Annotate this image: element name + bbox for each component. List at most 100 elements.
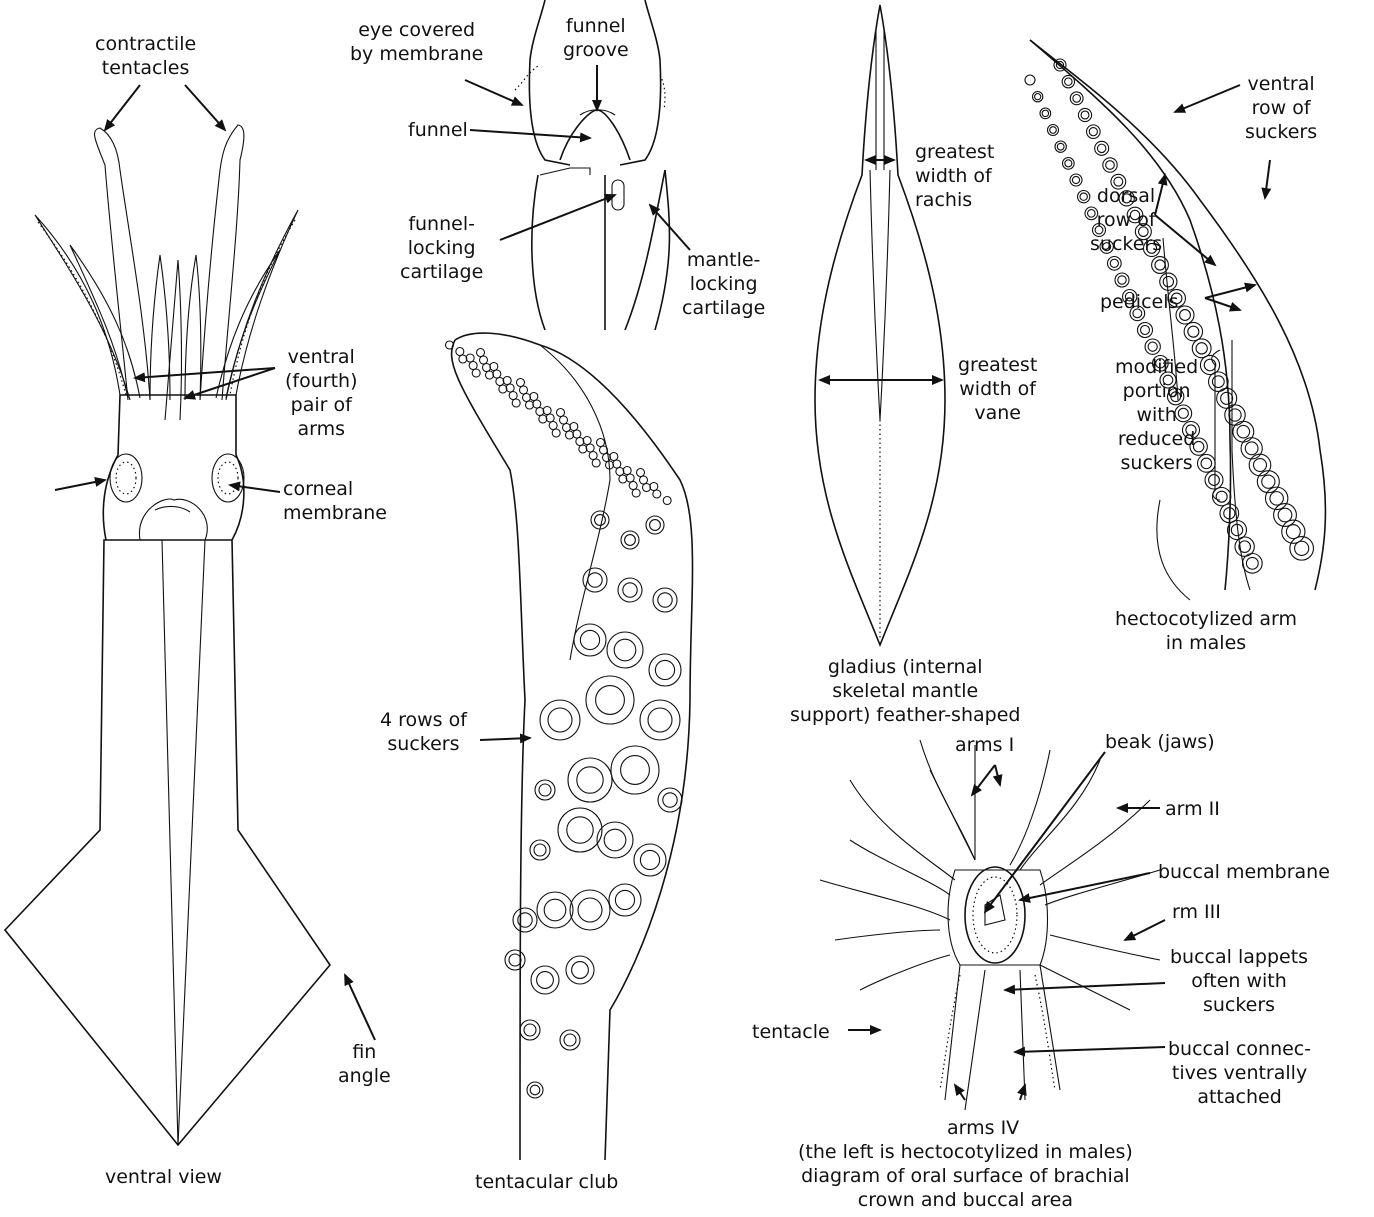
- hect-sucker: [1108, 257, 1122, 271]
- club-sucker: [597, 822, 633, 858]
- club-sucker: [533, 400, 541, 408]
- club-sucker: [527, 1082, 543, 1098]
- club-sucker: [503, 377, 511, 385]
- club-sucker: [486, 371, 494, 379]
- label-mantle-locking-cartilage: mantle- locking cartilage: [682, 248, 765, 320]
- club-sucker-inner: [534, 844, 546, 856]
- label-arm-III: rm III: [1172, 900, 1221, 924]
- club-sucker: [632, 489, 640, 497]
- club-sucker: [517, 379, 525, 387]
- hect-sucker: [1145, 339, 1160, 354]
- club-sucker: [563, 424, 571, 432]
- club-sucker: [456, 348, 464, 356]
- hect-sucker: [1103, 158, 1117, 172]
- club-sucker-inner: [577, 767, 603, 793]
- hect-sucker-inner: [1180, 310, 1191, 321]
- club-sucker: [493, 370, 501, 378]
- hect-sucker-inner: [1209, 475, 1220, 486]
- club-sucker: [640, 700, 680, 740]
- club-sucker: [646, 516, 664, 534]
- club-sucker: [539, 415, 547, 423]
- label-contractile-tentacles: contractile tentacles: [95, 32, 196, 80]
- hect-sucker-inner: [1106, 161, 1115, 170]
- label-pedicels: pedicels: [1100, 290, 1178, 314]
- club-sucker: [505, 950, 525, 970]
- club-sucker: [557, 409, 565, 417]
- hect-sucker: [1225, 405, 1245, 425]
- label-ventral-fourth-pair: ventral (fourth) pair of arms: [285, 345, 357, 441]
- hect-sucker-inner: [1050, 127, 1057, 134]
- club-sucker: [621, 531, 639, 549]
- hect-sucker-inner: [1196, 343, 1207, 354]
- club-sucker-inner: [614, 639, 636, 661]
- club-sucker: [618, 578, 642, 602]
- club-sucker-inner: [615, 890, 634, 909]
- club-sucker: [626, 474, 634, 482]
- hect-sucker-inner: [1246, 557, 1258, 569]
- hect-sucker-inner: [1237, 425, 1249, 437]
- hect-sucker-inner: [1155, 260, 1165, 270]
- hect-sucker-inner: [1163, 277, 1173, 287]
- club-sucker: [586, 444, 594, 452]
- club-sucker: [566, 956, 594, 984]
- hect-sucker: [1249, 454, 1271, 476]
- club-sucker: [643, 484, 651, 492]
- club-sucker: [523, 394, 531, 402]
- hect-sucker-inner: [1262, 475, 1275, 488]
- label-greatest-width-vane: greatest width of vane: [958, 353, 1037, 425]
- club-sucker: [512, 399, 520, 407]
- hect-sucker-inner: [1110, 259, 1118, 267]
- hect-sucker: [1087, 125, 1101, 139]
- club-sucker: [634, 844, 666, 876]
- club-sucker: [531, 966, 559, 994]
- hect-sucker-inner: [1148, 342, 1157, 351]
- label-beak: beak (jaws): [1105, 730, 1215, 754]
- club-sucker-inner: [509, 954, 521, 966]
- club-sucker: [472, 369, 480, 377]
- label-oral-caption: (the left is hectocotylized in males) di…: [798, 1140, 1133, 1212]
- hect-sucker-inner: [1065, 78, 1072, 85]
- club-sucker: [629, 482, 637, 490]
- label-ventral-row-of-suckers: ventral row of suckers: [1245, 72, 1317, 144]
- hect-sucker: [1025, 75, 1035, 85]
- hect-sucker-inner: [1065, 160, 1072, 167]
- hect-sucker-inner: [1089, 128, 1097, 136]
- club-sucker: [586, 676, 634, 724]
- label-arms-IV: arms IV: [947, 1116, 1019, 1140]
- hect-sucker: [1265, 487, 1287, 509]
- club-sucker-inner: [524, 1024, 536, 1036]
- club-sucker-inner: [663, 793, 677, 807]
- club-sucker: [610, 453, 618, 461]
- club-sucker: [573, 430, 581, 438]
- hect-sucker: [1095, 141, 1109, 155]
- hect-sucker: [1115, 273, 1129, 287]
- tentacular-club: [446, 333, 693, 1160]
- hect-sucker: [1078, 191, 1090, 203]
- club-sucker: [506, 384, 514, 392]
- club-sucker: [658, 788, 682, 812]
- club-sucker-inner: [623, 583, 637, 597]
- label-greatest-width-rachis: greatest width of rachis: [915, 140, 994, 212]
- hect-sucker: [1257, 471, 1279, 493]
- label-4-rows-of-suckers: 4 rows of suckers: [380, 708, 467, 756]
- club-sucker: [603, 454, 611, 462]
- club-sucker: [568, 758, 612, 802]
- club-sucker-inner: [625, 535, 636, 546]
- hect-sucker-inner: [1042, 110, 1048, 116]
- club-sucker: [490, 363, 498, 371]
- club-sucker: [560, 416, 568, 424]
- hect-sucker-inner: [1141, 326, 1150, 335]
- label-buccal-lappets: buccal lappets often with suckers: [1170, 945, 1308, 1017]
- club-sucker: [513, 908, 537, 932]
- label-modified-portion: modified portion with reduced suckers: [1115, 355, 1198, 475]
- club-sucker: [609, 884, 641, 916]
- club-sucker: [526, 401, 534, 409]
- hect-sucker-inner: [1245, 442, 1258, 455]
- club-sucker: [653, 588, 677, 612]
- hect-sucker-inner: [1188, 326, 1199, 337]
- hect-sucker-inner: [1221, 392, 1233, 404]
- hect-sucker: [1160, 273, 1177, 290]
- club-sucker-inner: [544, 899, 566, 921]
- club-sucker: [592, 459, 600, 467]
- hect-sucker-inner: [1270, 492, 1283, 505]
